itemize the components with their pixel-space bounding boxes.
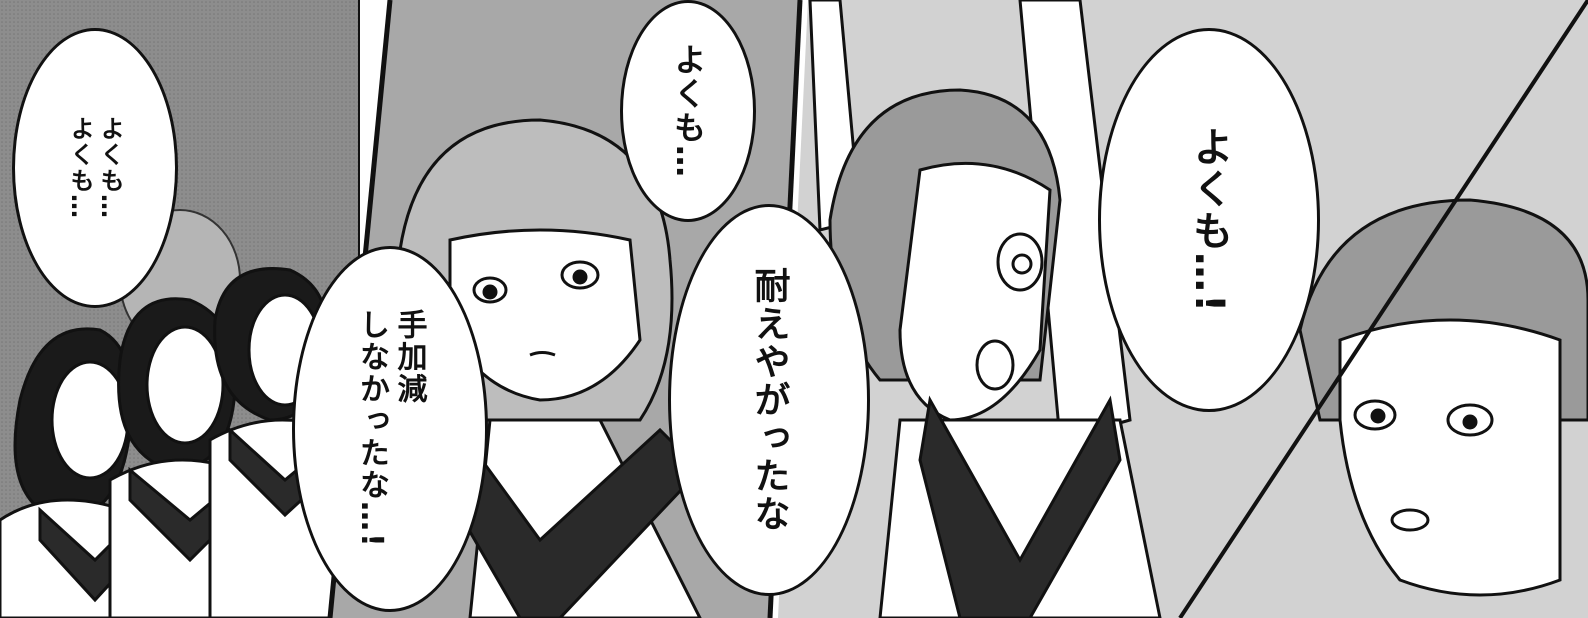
speech-text-middle-top: よくも…: [669, 43, 707, 179]
speech-text-center: 耐えやがったな: [748, 267, 790, 533]
manga-panel-left: [0, 0, 360, 618]
angry-boy: [1298, 198, 1588, 597]
speech-text-right: よくも…!: [1186, 125, 1232, 315]
speech-bubble-left: よくも… よくも…: [12, 28, 178, 308]
speech-bubble-center: 耐えやがったな: [668, 204, 870, 596]
speech-text-middle-main: 手加減 しなかったな…!: [354, 309, 427, 549]
speech-text-left: よくも… よくも…: [66, 116, 124, 220]
panel-left-art: [0, 0, 360, 618]
speech-bubble-middle-top: よくも…: [620, 0, 756, 222]
shouting-girl: [828, 88, 1162, 618]
speech-bubble-right: よくも…!: [1098, 28, 1320, 412]
speech-bubble-middle-main: 手加減 しなかったな…!: [292, 246, 488, 612]
